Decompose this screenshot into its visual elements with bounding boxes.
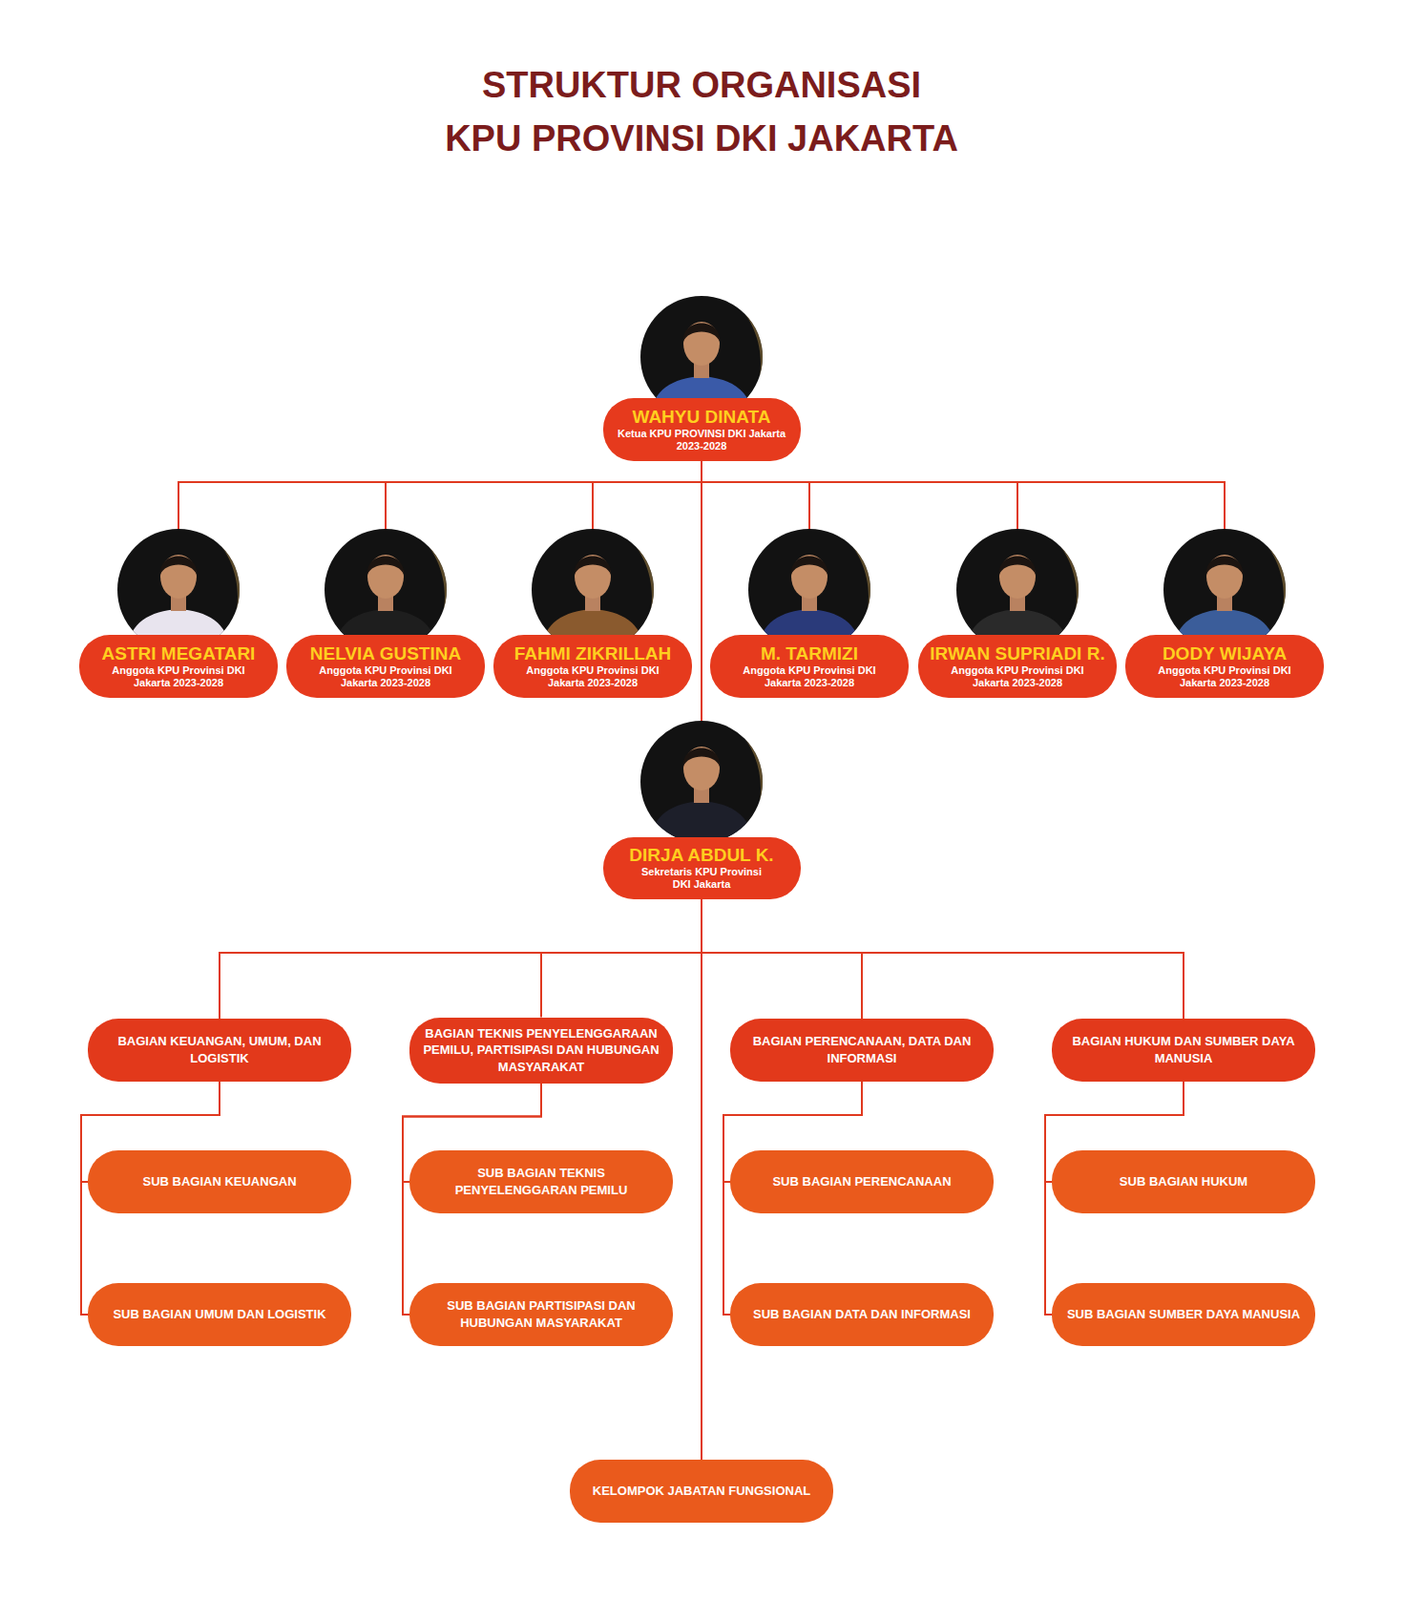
role-text: Anggota KPU Provinsi DKI Jakarta 2023-20… xyxy=(1153,664,1296,691)
section-box: BAGIAN PERENCANAAN, DATA DAN INFORMASI xyxy=(730,1018,994,1082)
section-box: BAGIAN KEUANGAN, UMUM, DAN LOGISTIK xyxy=(87,1018,352,1082)
subsection-box: SUB BAGIAN TEKNIS PENYELENGGARAN PEMILU xyxy=(409,1150,673,1214)
unit-name: SUB BAGIAN DATA DAN INFORMASI xyxy=(753,1305,971,1323)
portrait-photo xyxy=(640,720,763,843)
person-name: NELVIA GUSTINA xyxy=(310,643,462,665)
subsection-box: SUB BAGIAN UMUM DAN LOGISTIK xyxy=(87,1282,352,1346)
unit-name: SUB BAGIAN UMUM DAN LOGISTIK xyxy=(112,1305,326,1323)
org-connector xyxy=(701,899,1184,1020)
role-text: Anggota KPU Provinsi DKI Jakarta 2023-20… xyxy=(314,664,457,691)
subsection-box: SUB BAGIAN DATA DAN INFORMASI xyxy=(730,1282,994,1346)
unit-name: BAGIAN TEKNIS PENYELENGGARAAN PEMILU, PA… xyxy=(419,1025,664,1076)
portrait-photo xyxy=(956,528,1079,651)
subsection-box: SUB BAGIAN HUKUM xyxy=(1051,1150,1316,1214)
org-connector xyxy=(541,899,702,1018)
unit-name: BAGIAN KEUANGAN, UMUM, DAN LOGISTIK xyxy=(97,1032,342,1067)
role-text: Anggota KPU Provinsi DKI Jakarta 2023-20… xyxy=(107,664,250,691)
person-name: M. TARMIZI xyxy=(760,643,859,665)
section-box: BAGIAN HUKUM DAN SUMBER DAYA MANUSIA xyxy=(1051,1018,1316,1082)
unit-name: SUB BAGIAN TEKNIS PENYELENGGARAN PEMILU xyxy=(419,1164,664,1198)
unit-name: SUB BAGIAN PARTISIPASI DAN HUBUNGAN MASY… xyxy=(419,1297,664,1331)
unit-name: SUB BAGIAN PERENCANAAN xyxy=(772,1173,951,1191)
role-text: Sekretaris KPU Provinsi DKI Jakarta xyxy=(637,865,767,892)
person-box: M. TARMIZIAnggota KPU Provinsi DKI Jakar… xyxy=(710,634,909,698)
group-box: KELOMPOK JABATAN FUNGSIONAL xyxy=(569,1459,834,1523)
portrait-photo xyxy=(324,528,447,651)
person-box: DIRJA ABDUL K.Sekretaris KPU Provinsi DK… xyxy=(603,837,801,900)
subsection-box: SUB BAGIAN PARTISIPASI DAN HUBUNGAN MASY… xyxy=(409,1282,673,1346)
section-box: BAGIAN TEKNIS PENYELENGGARAAN PEMILU, PA… xyxy=(409,1017,673,1084)
person-box: FAHMI ZIKRILLAHAnggota KPU Provinsi DKI … xyxy=(493,634,692,698)
person-name: IRWAN SUPRIADI R. xyxy=(929,643,1105,665)
subsection-box: SUB BAGIAN KEUANGAN xyxy=(87,1150,352,1214)
person-name: FAHMI ZIKRILLAH xyxy=(514,643,672,665)
org-connector xyxy=(701,899,862,1020)
portrait-photo xyxy=(1163,528,1286,651)
role-text: Anggota KPU Provinsi DKI Jakarta 2023-20… xyxy=(738,664,881,691)
org-connector xyxy=(219,899,702,1020)
unit-name: BAGIAN PERENCANAAN, DATA DAN INFORMASI xyxy=(739,1032,985,1067)
portrait-photo xyxy=(748,528,871,651)
person-box: IRWAN SUPRIADI R.Anggota KPU Provinsi DK… xyxy=(918,634,1117,698)
subsection-box: SUB BAGIAN PERENCANAAN xyxy=(730,1150,994,1214)
chart-title: STRUKTUR ORGANISASI KPU PROVINSI DKI JAK… xyxy=(443,58,961,166)
role-text: Ketua KPU PROVINSI DKI Jakarta 2023-2028 xyxy=(613,427,791,454)
unit-name: KELOMPOK JABATAN FUNGSIONAL xyxy=(592,1482,811,1500)
unit-name: SUB BAGIAN SUMBER DAYA MANUSIA xyxy=(1067,1305,1300,1323)
person-name: WAHYU DINATA xyxy=(632,406,772,428)
person-box: ASTRI MEGATARIAnggota KPU Provinsi DKI J… xyxy=(79,634,278,698)
person-name: DODY WIJAYA xyxy=(1162,643,1287,665)
person-box: WAHYU DINATAKetua KPU PROVINSI DKI Jakar… xyxy=(603,398,801,462)
person-box: NELVIA GUSTINAAnggota KPU Provinsi DKI J… xyxy=(286,634,485,698)
org-connector xyxy=(700,899,703,1461)
person-name: DIRJA ABDUL K. xyxy=(628,844,774,866)
person-name: ASTRI MEGATARI xyxy=(102,643,256,665)
role-text: Anggota KPU Provinsi DKI Jakarta 2023-20… xyxy=(522,664,664,691)
role-text: Anggota KPU Provinsi DKI Jakarta 2023-20… xyxy=(946,664,1089,691)
unit-name: SUB BAGIAN HUKUM xyxy=(1119,1173,1248,1191)
person-box: DODY WIJAYAAnggota KPU Provinsi DKI Jaka… xyxy=(1125,634,1324,698)
portrait-photo xyxy=(531,528,654,651)
portrait-photo xyxy=(117,528,240,651)
unit-name: BAGIAN HUKUM DAN SUMBER DAYA MANUSIA xyxy=(1061,1032,1306,1067)
subsection-box: SUB BAGIAN SUMBER DAYA MANUSIA xyxy=(1051,1282,1316,1346)
unit-name: SUB BAGIAN KEUANGAN xyxy=(142,1173,296,1191)
